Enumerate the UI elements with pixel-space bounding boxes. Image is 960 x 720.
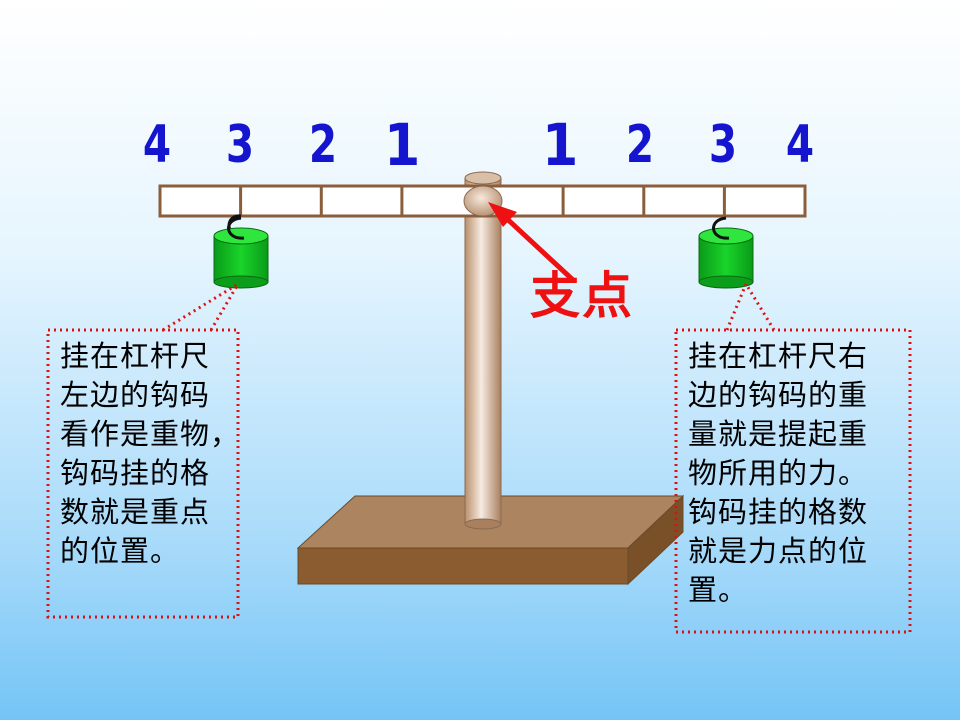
- left-note-line: 数就是重点: [60, 495, 211, 529]
- right-note-line: 边的钩码的重: [688, 378, 869, 412]
- fulcrum-label: 支点: [530, 266, 634, 325]
- left-note-line: 左边的钩码: [60, 378, 211, 412]
- scale-number-right-2: 2: [625, 115, 655, 175]
- left-callout-border: [46, 282, 240, 619]
- right-note-line: 物所用的力。: [688, 456, 869, 490]
- left-note-line: 钩码挂的格: [60, 456, 211, 490]
- right-note-line: 就是力点的位: [688, 534, 869, 568]
- scale-number-left-3: 3: [225, 115, 255, 175]
- right-note: 挂在杠杆尺右 边的钩码的重 量就是提起重 物所用的力。 钩码挂的格数 就是力点的…: [688, 337, 868, 610]
- scale-number-left-4: 4: [142, 115, 172, 175]
- scale-number-left-2: 2: [308, 115, 338, 175]
- left-note: 挂在杠杆尺 左边的钩码 看作是重物， 钩码挂的格 数就是重点 的位置。: [60, 337, 240, 571]
- scale-number-right-4: 4: [785, 115, 815, 175]
- left-weight: [213, 214, 269, 289]
- fulcrum-arrow: [488, 202, 575, 282]
- right-note-line: 挂在杠杆尺右: [688, 339, 869, 373]
- left-note-line: 的位置。: [60, 534, 181, 568]
- lever-pole: [464, 171, 502, 530]
- right-callout-border: [674, 283, 912, 634]
- right-note-line: 置。: [688, 573, 749, 607]
- scale-number-left-1: 1: [384, 111, 421, 179]
- left-note-line: 看作是重物，: [60, 417, 241, 451]
- scale-number-right-3: 3: [708, 115, 738, 175]
- left-note-line: 挂在杠杆尺: [60, 339, 211, 373]
- right-weight: [698, 216, 754, 289]
- right-note-line: 钩码挂的格数: [688, 495, 869, 529]
- scale-number-right-1: 1: [542, 111, 579, 179]
- right-note-line: 量就是提起重: [688, 417, 869, 451]
